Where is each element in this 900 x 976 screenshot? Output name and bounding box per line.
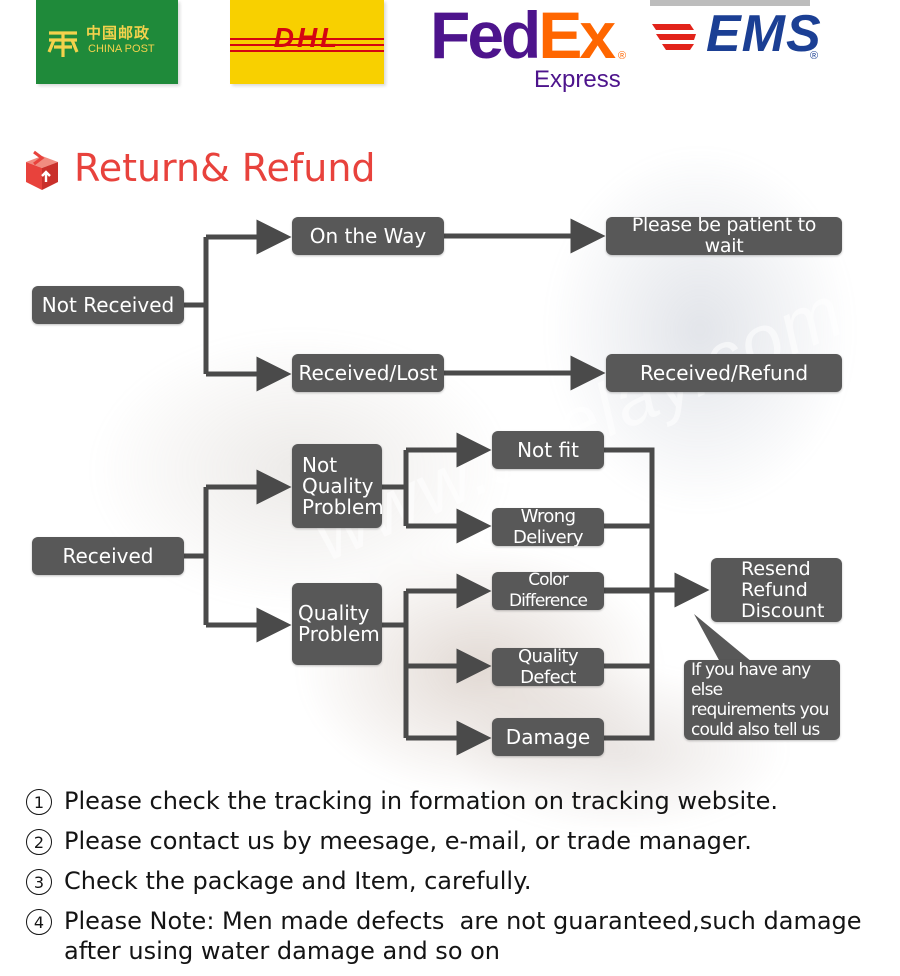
- node-resend-refund-discount: Resend Refund Discount: [711, 558, 842, 622]
- fedex-express-label: Express: [534, 66, 621, 93]
- china-post-chinese-name: 中国邮政: [86, 24, 151, 42]
- note-item: 3 Check the package and Item, carefully.: [26, 866, 886, 906]
- node-on-the-way: On the Way: [292, 217, 444, 255]
- node-not-received: Not Received: [32, 286, 184, 324]
- node-received: Received: [32, 537, 184, 575]
- speech-bubble-tail: [694, 614, 752, 662]
- note-number: 2: [26, 829, 52, 855]
- ems-wordmark: EMS: [706, 5, 822, 63]
- fedex-fed: Fed: [430, 0, 541, 72]
- fedex-logo: FedEx ® Express: [430, 2, 640, 98]
- node-wrong-delivery: Wrong Delivery: [492, 506, 604, 548]
- note-item: 2 Please contact us by meesage, e-mail, …: [26, 826, 886, 866]
- note-number: 4: [26, 909, 52, 935]
- note-text: Please check the tracking in formation o…: [64, 787, 778, 815]
- node-color-difference: Color Difference: [492, 570, 604, 611]
- return-box-icon: [26, 150, 58, 190]
- ems-top-bar: [650, 0, 810, 6]
- china-post-logo: 中国邮政 CHINA POST: [36, 0, 178, 84]
- ems-wing-icon: [652, 24, 696, 50]
- node-not-fit: Not fit: [492, 431, 604, 469]
- node-not-quality-problem: Not Quality Problem: [292, 444, 384, 528]
- dhl-speed-line: [230, 50, 384, 52]
- connector-not-quality-trunk: [382, 450, 409, 526]
- note-requirements-bubble: If you have any else requirements you co…: [684, 660, 840, 740]
- note-number: 1: [26, 789, 52, 815]
- node-received-lost: Received/Lost: [292, 354, 444, 392]
- note-number: 3: [26, 869, 52, 895]
- note-text: Please Note: Men made defects are not gu…: [64, 907, 862, 965]
- connector-received-trunk: [184, 487, 209, 625]
- connector-collector: [604, 447, 655, 741]
- node-damage: Damage: [492, 718, 604, 756]
- china-post-english-name: CHINA POST: [88, 43, 155, 55]
- note-text: Check the package and Item, carefully.: [64, 867, 532, 895]
- connector-not-received-trunk: [184, 237, 209, 374]
- fedex-wordmark: FedEx: [430, 2, 640, 68]
- note-item: 1 Please check the tracking in formation…: [26, 786, 886, 826]
- fedex-ex: Ex: [538, 0, 616, 72]
- flow-connectors: [184, 218, 752, 756]
- dhl-speed-line: [230, 38, 384, 40]
- notes-list: 1 Please check the tracking in formation…: [26, 786, 886, 976]
- ems-registered-mark: ®: [810, 50, 819, 62]
- fedex-registered-mark: ®: [618, 50, 627, 62]
- dhl-logo: DHL: [230, 0, 384, 84]
- section-title: Return& Refund: [74, 146, 376, 190]
- china-post-emblem-icon: [47, 31, 79, 57]
- node-please-be-patient: Please be patient to wait: [606, 215, 842, 257]
- note-text: Please contact us by meesage, e-mail, or…: [64, 827, 752, 855]
- ems-logo: EMS ®: [650, 0, 850, 70]
- node-received-refund: Received/Refund: [606, 354, 842, 392]
- node-quality-problem: Quality Problem: [292, 583, 382, 665]
- connector-quality-trunk: [382, 591, 409, 738]
- node-quality-defect: Quality Defect: [492, 646, 604, 688]
- dhl-wordmark: DHL: [273, 22, 341, 53]
- dhl-speed-line: [230, 44, 384, 46]
- note-item: 4 Please Note: Men made defects are not …: [26, 906, 886, 976]
